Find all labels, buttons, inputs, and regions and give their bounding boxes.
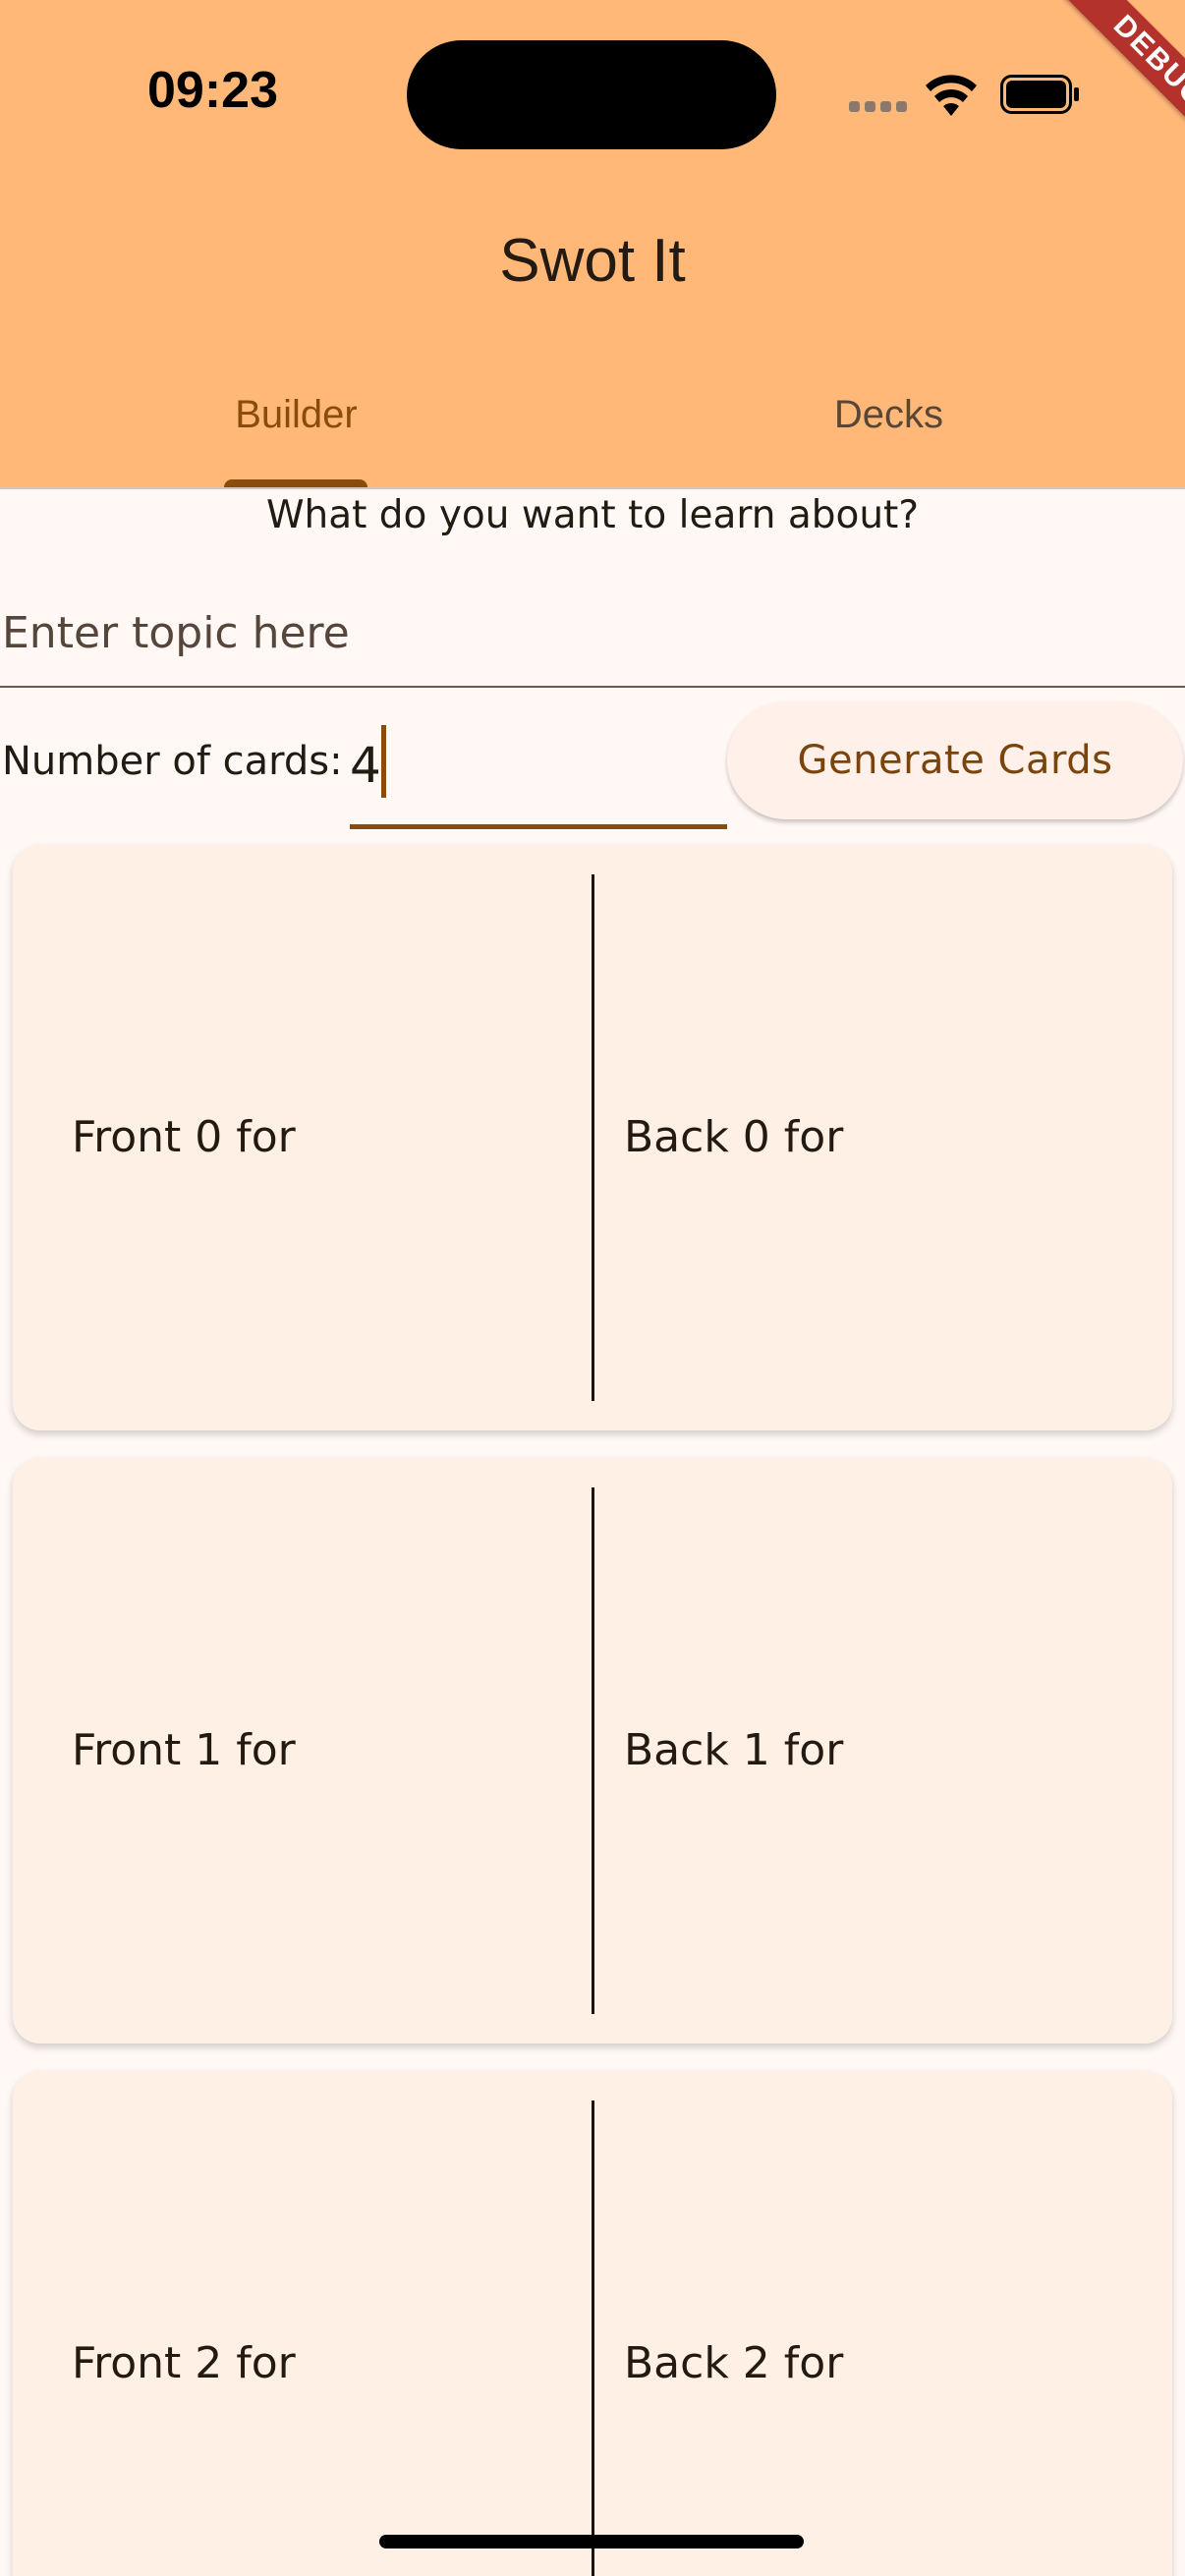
tab-builder-label: Builder	[235, 393, 358, 436]
cellular-signal-icon	[849, 101, 908, 115]
tab-indicator	[224, 479, 367, 487]
card-front-text: Front 2 for	[72, 2338, 296, 2388]
tab-builder[interactable]: Builder	[0, 373, 592, 487]
card-back-text: Back 0 for	[624, 1112, 844, 1162]
flash-card[interactable]: Front 1 for Back 1 for	[13, 1458, 1172, 2044]
tab-decks-label: Decks	[833, 393, 944, 436]
card-front-text: Front 1 for	[72, 1725, 296, 1775]
card-divider	[592, 1487, 594, 2014]
flash-card[interactable]: Front 0 for Back 0 for	[13, 845, 1172, 1430]
wifi-icon	[926, 75, 977, 116]
card-divider	[592, 2100, 594, 2576]
status-time: 09:23	[147, 62, 278, 119]
card-back-text: Back 1 for	[624, 1725, 844, 1775]
home-indicator[interactable]	[379, 2535, 804, 2548]
card-front-text: Front 0 for	[72, 1112, 296, 1162]
app-title: Swot It	[499, 227, 686, 295]
header-divider	[0, 487, 1185, 489]
app-header: 09:23 Swot It Builder Decks	[0, 0, 1185, 487]
tab-decks[interactable]: Decks	[592, 373, 1185, 487]
dynamic-island	[407, 40, 776, 149]
text-caret	[381, 725, 386, 798]
card-count-label: Number of cards:	[2, 739, 343, 784]
topic-input[interactable]	[0, 580, 1185, 688]
tab-bar: Builder Decks	[0, 373, 1185, 487]
learn-prompt: What do you want to learn about?	[265, 493, 920, 537]
card-back-text: Back 2 for	[624, 2338, 844, 2388]
card-count-value: 4	[350, 737, 381, 794]
card-divider	[592, 874, 594, 1401]
battery-icon	[1000, 75, 1079, 114]
flash-card[interactable]: Front 2 for Back 2 for	[13, 2071, 1172, 2576]
card-count-input[interactable]: 4	[350, 707, 727, 829]
generate-cards-button[interactable]: Generate Cards	[727, 701, 1183, 819]
